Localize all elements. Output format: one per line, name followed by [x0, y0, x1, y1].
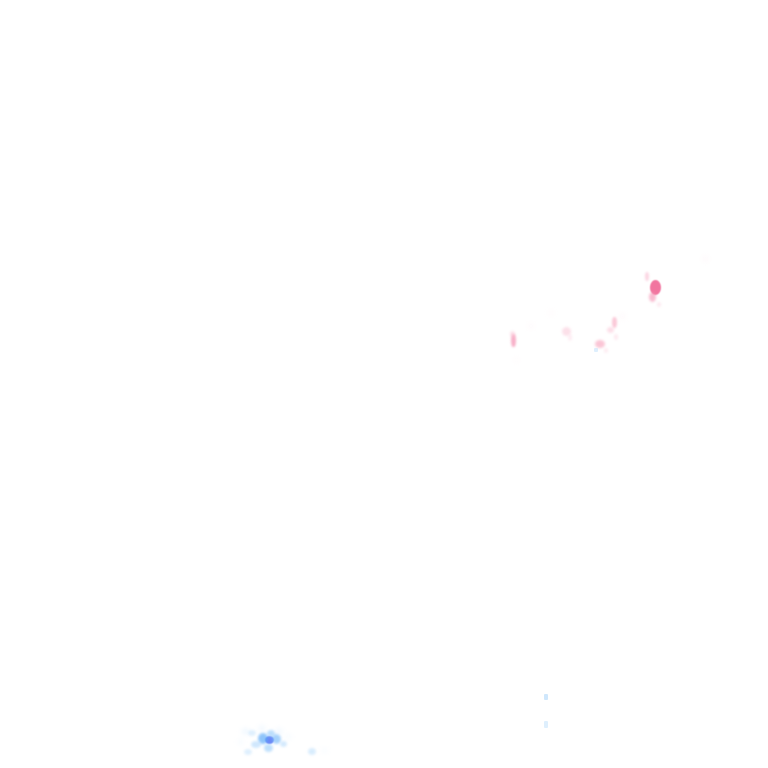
mark-p11: [568, 333, 572, 341]
mark-p09: [604, 347, 608, 353]
mark-p10: [561, 326, 571, 336]
mark-s03: [544, 694, 548, 700]
mark-b04: [267, 729, 275, 737]
mark-s04: [544, 720, 548, 728]
mark-b11: [276, 728, 282, 734]
mark-b05: [263, 744, 273, 752]
mark-b03: [271, 734, 281, 744]
mark-b01: [264, 736, 274, 744]
mark-p14: [529, 324, 533, 328]
mark-b10: [259, 725, 265, 731]
mark-p16: [619, 313, 625, 319]
mark-b12: [244, 749, 252, 755]
mark-p02: [648, 292, 656, 302]
mark-p08: [595, 340, 605, 348]
mark-b13: [285, 735, 291, 739]
mark-b08: [248, 730, 256, 736]
mark-p05: [611, 316, 617, 328]
mark-b07: [279, 741, 287, 747]
mark-s01: [308, 747, 316, 755]
mark-p04: [657, 301, 661, 307]
mark-b06: [251, 740, 261, 748]
mark-b02: [258, 732, 268, 744]
mark-p01: [649, 279, 661, 295]
mark-p18: [514, 358, 518, 362]
mark-p15: [549, 311, 553, 315]
mark-p12: [510, 333, 516, 347]
mark-p07: [614, 334, 618, 340]
mark-b09: [241, 728, 249, 734]
mark-p13: [509, 331, 515, 337]
mark-s02: [321, 748, 327, 752]
mark-b14: [237, 740, 243, 744]
mark-p03: [645, 271, 649, 281]
mark-p17: [702, 256, 708, 262]
mark-p06: [606, 327, 614, 333]
mark-s05: [594, 348, 598, 352]
canvas-caption: Blank white canvas with faint pink marks…: [0, 0, 1, 1]
